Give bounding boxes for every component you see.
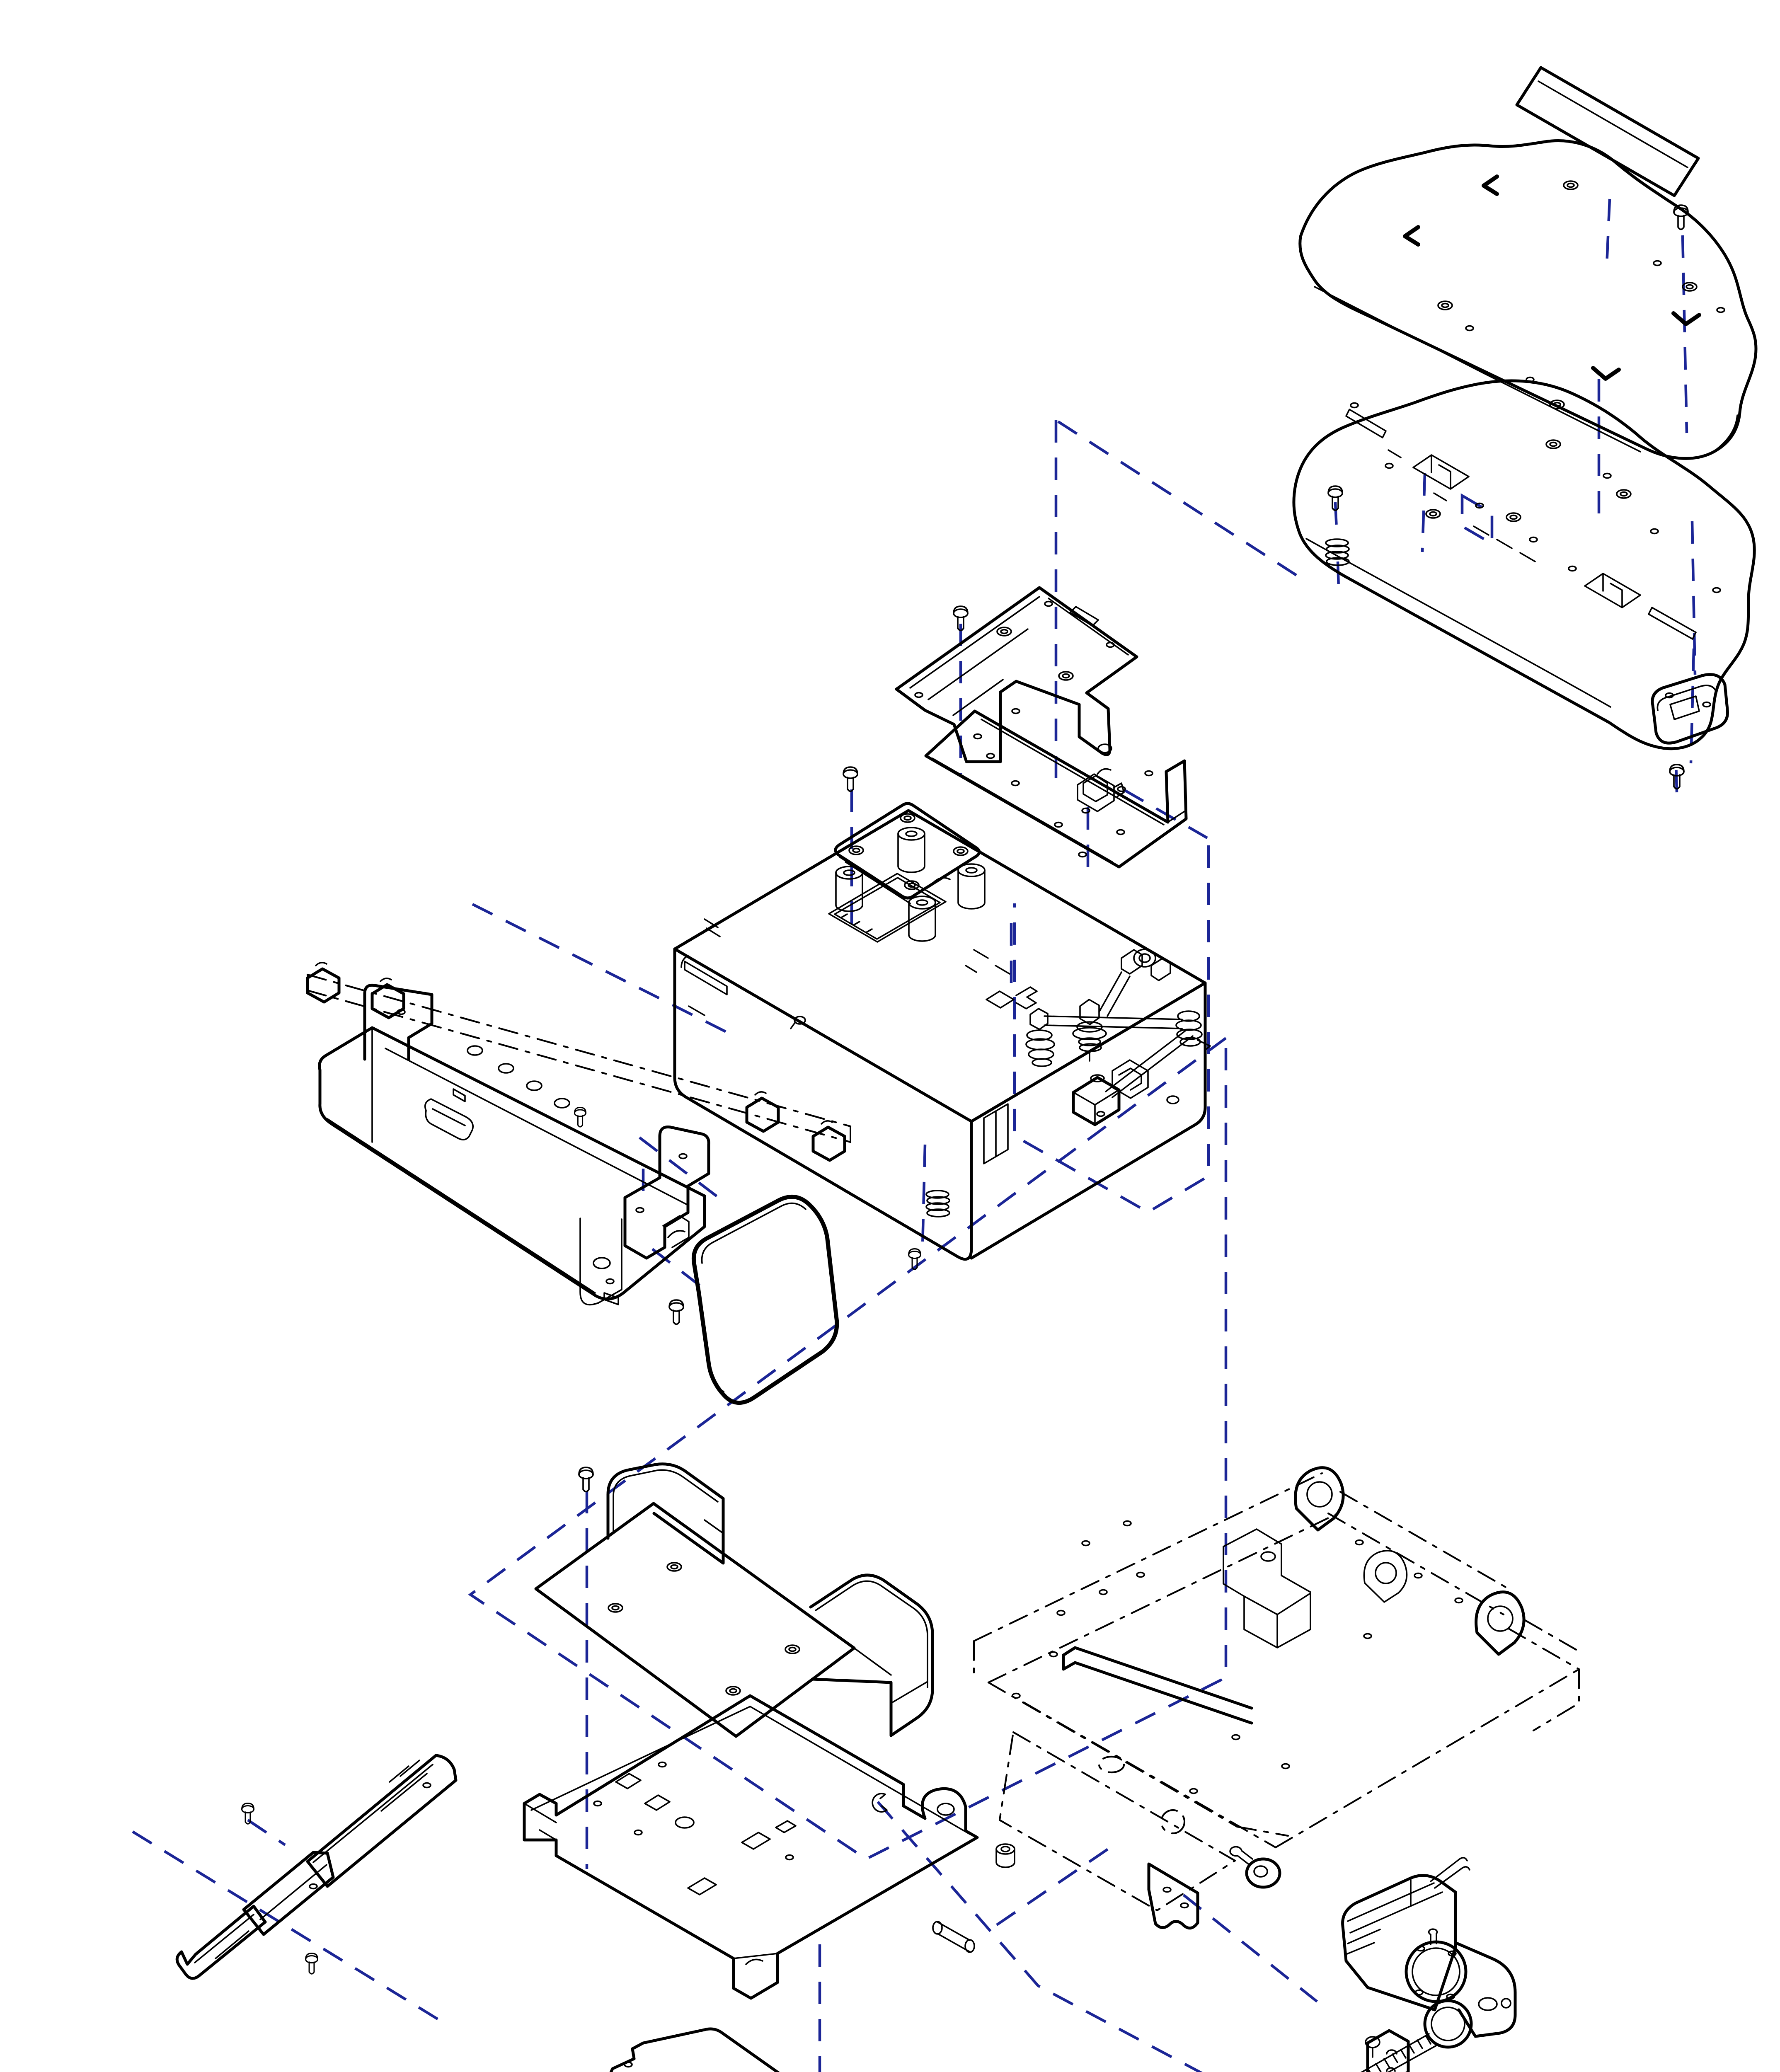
standoff [897,827,925,873]
rail-clip [811,1120,846,1162]
switch-clip [1077,768,1125,812]
clevis-pin [932,1921,975,1953]
trim-strip [1515,66,1700,197]
rubber-grommet [1325,538,1350,566]
shoulder-bolt [1229,1846,1281,1889]
coil-grommet [925,1190,950,1218]
seat-riser-frame [973,1466,1580,1930]
pivot-bushing [995,1843,1015,1868]
screw-bracket-b [843,766,858,792]
bottom-cover-plate [609,2027,780,2072]
retaining-clip [872,1793,888,1813]
rail-clip [306,962,341,1004]
linkage-assembly [1025,949,1211,1126]
assembly-guide-lines [132,198,1697,2072]
standoff [957,863,986,910]
rail-clip [371,978,405,1019]
formed-shroud-cover [534,1462,934,1738]
screw-shroud [578,1467,594,1493]
telescoping-slide-rail [175,1754,458,1980]
screw-rail-b [305,1953,318,1975]
side-angle-bracket [924,709,1188,869]
seat-pan-lower-plate [1292,379,1756,750]
bumper-pad [692,1195,839,1405]
channel-tray [318,983,706,1306]
latch-cover [1651,673,1729,745]
controller-chassis-box [673,809,1207,1261]
end-bracket [623,1125,710,1260]
rail-clip [745,1091,780,1133]
standoff [835,866,863,912]
screw-upper-plate [1673,204,1689,230]
clip-rail [306,962,852,1162]
screw-pad [668,1299,684,1325]
controller-bracket-plate [895,586,1138,763]
alignment-chevrons [1403,174,1701,381]
motor-actuator-assembly [1341,1857,1517,2072]
seat-pan-upper-plate [1298,139,1758,460]
access-cover-plate [834,802,981,904]
slide-base-plate [523,1694,979,2000]
